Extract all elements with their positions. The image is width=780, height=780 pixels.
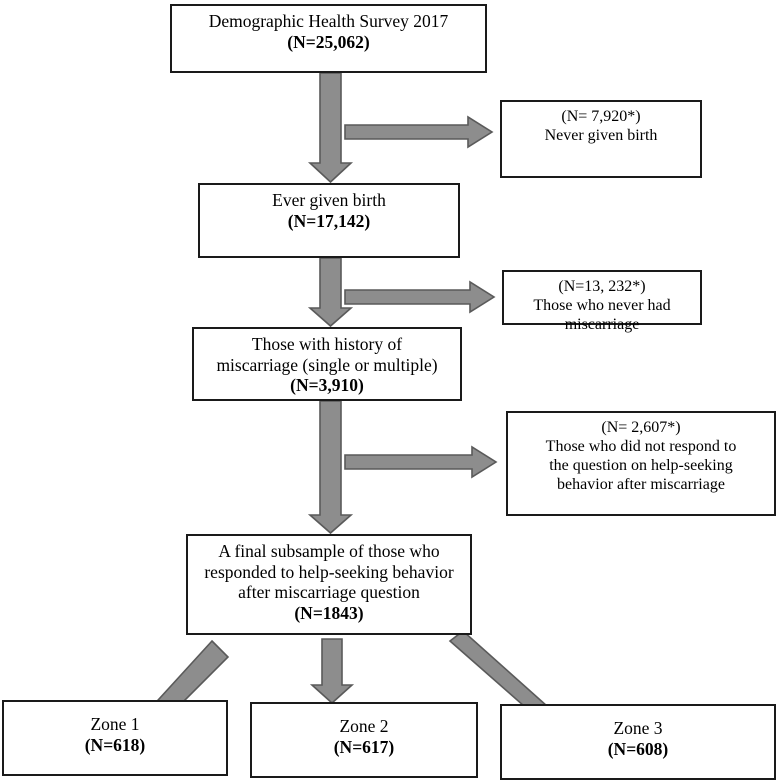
box-zone-3: Zone 3 (N=608) [500,704,776,780]
box-zone-3-line-1: Zone 3 [613,718,663,738]
box-final-subsample: A final subsample of those who responded… [186,534,472,635]
box-no-response-line-4: behavior after miscarriage [557,475,725,493]
box-ever-given-birth-line-2: (N=17,142) [287,210,371,231]
box-survey-text: Demographic Health Survey 2017 (N=25,062… [172,6,485,71]
box-history-of-miscarriage-line-3: (N=3,910) [290,375,364,396]
box-survey-line-2: (N=25,062) [287,31,370,52]
box-zone-2-line-1: Zone 2 [339,716,389,736]
box-ever-given-birth-text: Ever given birth (N=17,142) [200,185,458,256]
box-survey: Demographic Health Survey 2017 (N=25,062… [170,4,487,73]
arrow-everbirth-to-miscarriage [307,257,354,328]
box-zone-3-text: Zone 3 (N=608) [502,706,774,778]
box-history-of-miscarriage: Those with history of miscarriage (singl… [192,327,462,401]
arrow-miscarriage-to-final [307,400,354,535]
box-zone-2-text: Zone 2 (N=617) [252,704,476,776]
box-never-given-birth-line-2: Never given birth [544,126,658,144]
box-never-had-miscarriage-line-1: (N=13, 232*) [558,278,646,295]
arrow-exclude-never-had-miscarriage [344,280,496,314]
box-final-subsample-line-3: after miscarriage question [238,582,420,603]
box-never-had-miscarriage-line-2: Those who never had [533,296,671,314]
arrow-exclude-no-response [344,445,498,479]
box-zone-1-text: Zone 1 (N=618) [4,702,226,774]
box-zone-1: Zone 1 (N=618) [2,700,228,776]
arrow-exclude-never-given-birth [344,115,494,149]
box-history-of-miscarriage-line-2: miscarriage (single or multiple) [216,354,438,375]
box-never-given-birth-line-1: (N= 7,920*) [561,108,641,125]
box-zone-2-line-2: (N=617) [333,736,395,757]
box-zone-1-line-1: Zone 1 [90,714,140,734]
box-final-subsample-line-4: (N=1843) [294,602,364,623]
box-history-of-miscarriage-line-1: Those with history of [251,334,403,354]
box-history-of-miscarriage-text: Those with history of miscarriage (singl… [194,329,460,399]
box-no-response: (N= 2,607*) Those who did not respond to… [506,411,776,516]
arrow-final-to-zone2 [309,638,355,705]
box-zone-1-line-2: (N=618) [84,734,146,755]
box-zone-3-line-2: (N=608) [607,738,669,759]
box-zone-2: Zone 2 (N=617) [250,702,478,778]
box-survey-line-1: Demographic Health Survey 2017 [208,11,449,31]
box-never-had-miscarriage: (N=13, 232*) Those who never had miscarr… [502,270,702,333]
arrow-survey-to-everbirth [307,72,354,184]
box-ever-given-birth-line-1: Ever given birth [272,190,386,210]
box-no-response-text: (N= 2,607*) Those who did not respond to… [508,413,774,514]
box-never-had-miscarriage-text: (N=13, 232*) Those who never had miscarr… [504,272,700,333]
box-ever-given-birth: Ever given birth (N=17,142) [198,183,460,258]
box-no-response-line-3: the question on help-seeking [549,456,733,474]
box-final-subsample-line-2: responded to help-seeking behavior [204,561,454,582]
box-no-response-line-1: (N= 2,607*) [601,419,681,436]
box-final-subsample-text: A final subsample of those who responded… [188,536,470,633]
box-never-given-birth-text: (N= 7,920*) Never given birth [502,102,700,176]
box-never-had-miscarriage-line-3: miscarriage [564,315,640,333]
box-never-given-birth: (N= 7,920*) Never given birth [500,100,702,178]
box-no-response-line-2: Those who did not respond to [545,437,737,455]
box-final-subsample-line-1: A final subsample of those who [218,541,440,561]
